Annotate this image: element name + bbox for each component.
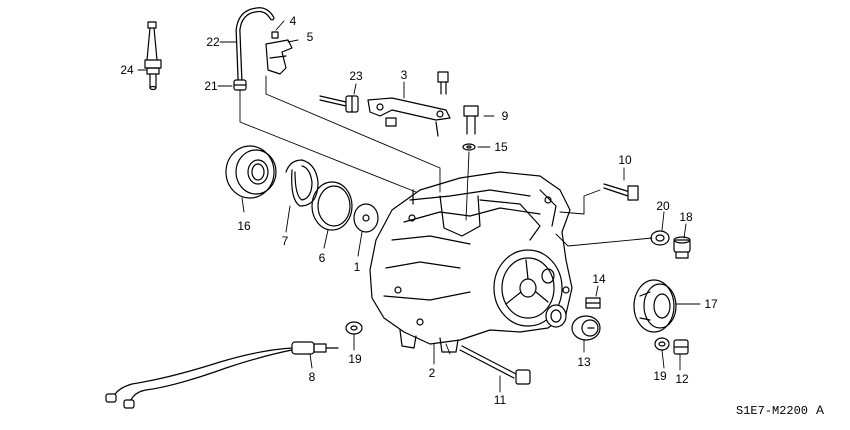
label-1: 1 (354, 260, 361, 274)
part-22-hose (235, 7, 275, 83)
diagram-suffix-text: A (816, 403, 824, 417)
label-23: 23 (349, 69, 363, 83)
part-20-washer (650, 230, 670, 246)
label-7: 7 (282, 234, 289, 248)
label-8: 8 (309, 370, 316, 384)
part-5-bracket (265, 39, 293, 75)
part-23-bolt (319, 95, 359, 113)
label-20: 20 (656, 199, 670, 213)
label-15: 15 (494, 140, 508, 154)
label-16: 16 (237, 219, 251, 233)
transmission-housing (369, 171, 573, 353)
part-19-washer-left (345, 321, 363, 335)
part-16-bearing (225, 145, 277, 199)
label-10: 10 (618, 153, 632, 167)
part-labels: 1 2 3 4 5 6 7 8 9 10 11 12 13 14 15 16 1… (120, 14, 718, 407)
part-17-oil-seal (633, 279, 677, 333)
part-13-plug (571, 315, 601, 341)
part-4-fitting (271, 31, 279, 39)
stay-bolt (437, 71, 449, 95)
part-3-stay (367, 97, 451, 137)
label-9: 9 (502, 109, 509, 123)
label-5: 5 (307, 30, 314, 44)
label-6: 6 (319, 251, 326, 265)
label-11: 11 (494, 393, 507, 407)
part-14-bolt (585, 297, 601, 309)
part-18-plug (673, 236, 691, 259)
part-6-seal (311, 181, 353, 231)
reference-lines (239, 75, 653, 355)
label-3: 3 (401, 68, 408, 82)
label-14: 14 (592, 272, 606, 286)
label-2: 2 (429, 366, 436, 380)
label-19-left: 19 (348, 352, 362, 366)
part-19-washer-right (654, 337, 670, 351)
diagram-code: S1E7-M2200 A (736, 403, 824, 418)
label-22: 22 (206, 35, 220, 49)
part-1-plate (353, 203, 379, 233)
label-17: 17 (704, 297, 718, 311)
part-12-bolt (673, 339, 689, 355)
label-4: 4 (290, 14, 297, 28)
part-9-bolt (463, 105, 479, 135)
part-24-breather (144, 21, 162, 91)
part-10-bolt (603, 183, 639, 201)
label-21: 21 (204, 79, 218, 93)
label-13: 13 (577, 355, 591, 369)
part-21-clamp (233, 79, 247, 91)
part-7-snap-ring (285, 159, 319, 207)
label-19-right: 19 (653, 369, 667, 383)
label-12: 12 (675, 372, 689, 386)
diagram-code-text: S1E7-M2200 (736, 404, 808, 418)
label-pointers (137, 20, 701, 393)
label-24: 24 (120, 63, 134, 77)
part-8-sensor (105, 341, 339, 409)
part-11-bolt (459, 345, 531, 385)
part-15-washer (462, 143, 476, 151)
label-18: 18 (679, 210, 693, 224)
